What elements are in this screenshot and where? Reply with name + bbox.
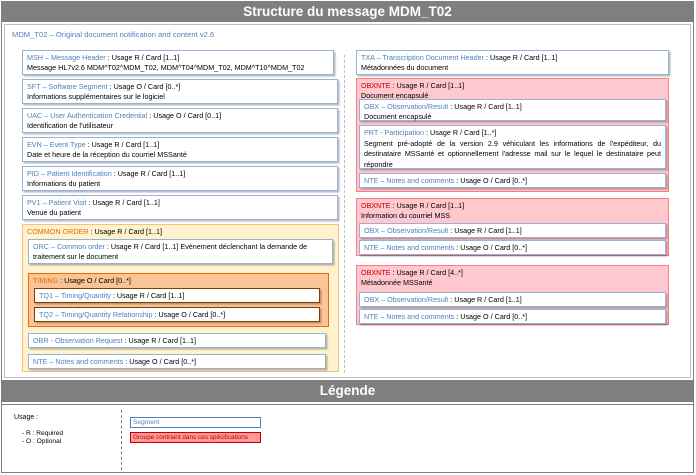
uac-name: UAC – User Authentication Credential: [27, 111, 148, 120]
evn-card: : Usage R / Card [1..1]: [85, 140, 160, 149]
tq1-name: TQ1 – Timing/Quantity: [39, 291, 111, 300]
pv1-name: PV1 – Patient Visit: [27, 198, 87, 207]
group1-obx-name: OBX – Observation/Result: [364, 102, 449, 111]
common-order-card: : Usage R / Card [1..1]: [88, 227, 163, 236]
group1-obx-card: : Usage R / Card [1..1]: [448, 102, 522, 111]
msh-desc: Message HL7v2.6 MDM^T02^MDM_T02, MDM^T04…: [27, 63, 305, 72]
group3-name: OBXNTE: [361, 268, 391, 277]
group3-obx-name: OBX – Observation/Result: [364, 295, 449, 304]
nte-order-name: NTE – Notes and comments: [33, 357, 124, 366]
uac-desc: Identification de l'utilisateur: [27, 121, 114, 130]
segment-sft: SFT – Software Segment : Usage O / Card …: [22, 79, 338, 104]
group1-obx-desc: Document encapsulé: [364, 112, 432, 121]
legend-group-swatch: Groupe contraint dans ces spécifications: [130, 432, 261, 443]
msh-name: MSH – Message Header: [27, 53, 106, 62]
legend-segment-swatch: Segment: [130, 417, 261, 428]
prt-name: PRT - Participation: [364, 128, 425, 137]
legend-title: Légende: [1, 380, 694, 402]
group2-nte-name: NTE – Notes and comments: [364, 243, 455, 252]
txa-desc: Métadonnées du document: [361, 63, 449, 72]
prt-card: : Usage R / Card [1..*]: [424, 128, 497, 137]
group2-obx-name: OBX – Observation/Result: [364, 226, 449, 235]
group2-nte-card: : Usage O / Card [0..*]: [454, 243, 527, 252]
diagram-title: Structure du message MDM_T02: [1, 1, 694, 22]
segment-tq1: TQ1 – Timing/Quantity : Usage R / Card […: [34, 288, 320, 303]
segment-obx-courriel: OBX – Observation/Result : Usage R / Car…: [359, 223, 666, 238]
legend-usage-optional: - O : Optional: [22, 438, 62, 445]
orc-card: : Usage R / Card [1..1] Evènement déclen…: [33, 242, 308, 261]
segment-tq2: TQ2 – Timing/Quantity Relationship : Usa…: [34, 307, 320, 322]
segment-orc: ORC – Common order : Usage R / Card [1..…: [28, 239, 333, 264]
common-order-name: COMMON ORDER: [27, 227, 89, 236]
message-label: MDM_T02 – Original document notification…: [12, 30, 215, 39]
evn-desc: Date et heure de la réception du courrie…: [27, 150, 187, 159]
timing-name: TIMING: [33, 276, 59, 285]
segment-obx-document: OBX – Observation/Result : Usage R / Car…: [359, 99, 666, 121]
uac-card: : Usage O / Card [0..1]: [147, 111, 222, 120]
pid-card: : Usage R / Card [1..1]: [111, 169, 186, 178]
segment-msh: MSH – Message Header : Usage R / Card [1…: [22, 50, 334, 75]
evn-name: EVN – Event Type: [27, 140, 86, 149]
txa-name: TXA – Transcription Document Header: [361, 53, 485, 62]
legend-divider: [121, 410, 122, 470]
prt-desc: Segment pré-adopté de la version 2.9 véh…: [364, 138, 661, 169]
group3-card: : Usage R / Card [4..*]: [390, 268, 463, 277]
group3-desc: Métadonnée MSSanté: [361, 278, 433, 287]
msh-card: : Usage R / Card [1..1]: [105, 53, 180, 62]
group1-desc: Document encapsulé: [361, 91, 429, 100]
segment-nte-document: NTE – Notes and comments : Usage O / Car…: [359, 173, 666, 188]
group1-card: : Usage R / Card [1..1]: [390, 81, 465, 90]
segment-nte-courriel: NTE – Notes and comments : Usage O / Car…: [359, 240, 666, 255]
pid-desc: Informations du patient: [27, 179, 101, 188]
group1-nte-card: : Usage O / Card [0..*]: [454, 176, 527, 185]
segment-uac: UAC – User Authentication Credential : U…: [22, 108, 338, 133]
segment-nte-order: NTE – Notes and comments : Usage O / Car…: [28, 354, 326, 369]
tq2-name: TQ2 – Timing/Quantity Relationship: [39, 310, 153, 319]
segment-nte-metadonnee: NTE – Notes and comments : Usage O / Car…: [359, 309, 666, 324]
segment-obr: OBR - Observation Request : Usage R / Ca…: [28, 333, 326, 348]
group1-nte-name: NTE – Notes and comments: [364, 176, 455, 185]
group3-obx-card: : Usage R / Card [1..1]: [448, 295, 522, 304]
sft-name: SFT – Software Segment: [27, 82, 108, 91]
orc-name: ORC – Common order: [33, 242, 105, 251]
segment-obx-metadonnee: OBX – Observation/Result : Usage R / Car…: [359, 292, 666, 307]
txa-card: : Usage R / Card [1..1]: [484, 53, 558, 62]
segment-txa: TXA – Transcription Document Header : Us…: [356, 50, 669, 75]
sft-desc: Informations supplémentaires sur le logi…: [27, 92, 165, 101]
group3-nte-card: : Usage O / Card [0..*]: [454, 312, 527, 321]
obr-name: OBR - Observation Request: [33, 336, 123, 345]
group2-card: : Usage R / Card [1..1]: [390, 201, 465, 210]
nte-order-card: : Usage O / Card [0..*]: [123, 357, 196, 366]
pv1-desc: Venue du patient: [27, 208, 81, 217]
legend-usage-required: - R : Required: [22, 430, 64, 437]
segment-evn: EVN – Event Type : Usage R / Card [1..1]…: [22, 137, 338, 162]
group2-desc: Information du courriel MSS: [361, 211, 451, 220]
pv1-card: : Usage R / Card [1..1]: [86, 198, 160, 207]
column-divider: [344, 55, 345, 373]
segment-pv1: PV1 – Patient Visit : Usage R / Card [1.…: [22, 195, 338, 220]
legend-usage-title: Usage :: [14, 414, 39, 421]
group1-name: OBXNTE: [361, 81, 391, 90]
legend-panel: [1, 404, 694, 473]
tq2-card: : Usage O / Card [0..*]: [152, 310, 226, 319]
pid-name: PID – Patient Identification: [27, 169, 112, 178]
timing-card: : Usage O / Card [0..*]: [58, 276, 131, 285]
segment-prt: PRT - Participation : Usage R / Card [1.…: [359, 125, 666, 169]
sft-card: : Usage O / Card [0..*]: [107, 82, 181, 91]
segment-pid: PID – Patient Identification : Usage R /…: [22, 166, 338, 191]
tq1-card: : Usage R / Card [1..1]: [110, 291, 185, 300]
obr-card: : Usage R / Card [1..1]: [122, 336, 196, 345]
group3-nte-name: NTE – Notes and comments: [364, 312, 455, 321]
group2-obx-card: : Usage R / Card [1..1]: [448, 226, 522, 235]
group2-name: OBXNTE: [361, 201, 391, 210]
